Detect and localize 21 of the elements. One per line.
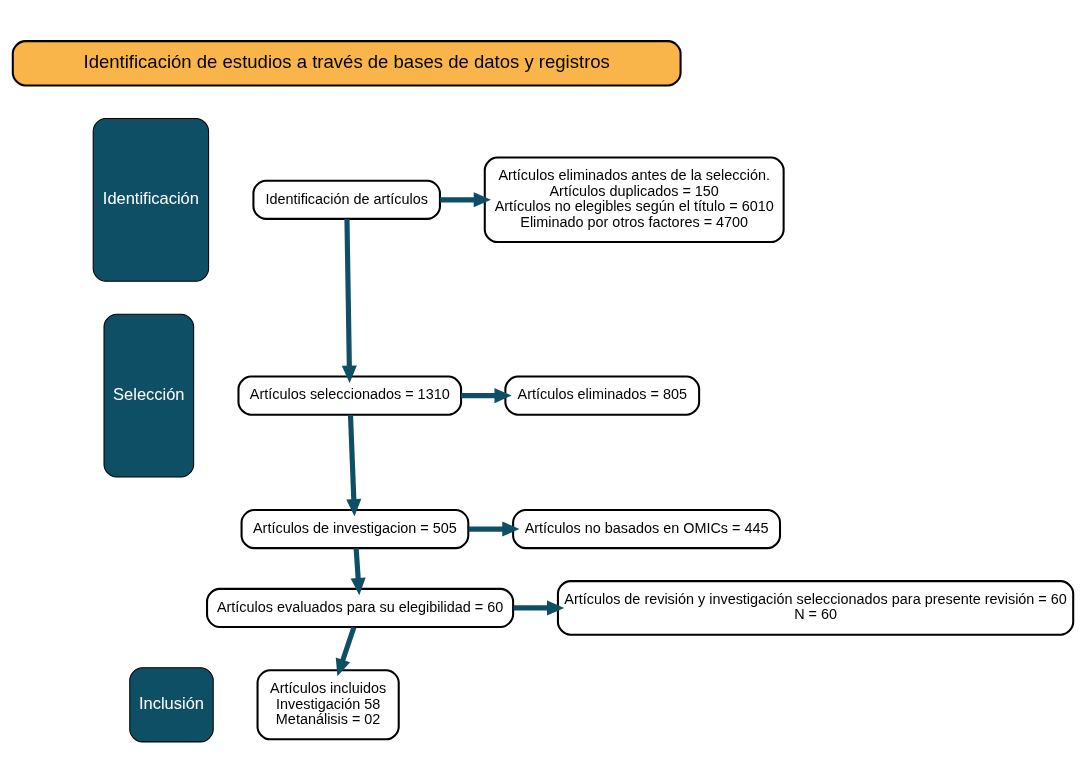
node-box: Artículos eliminados antes de la selección. Artículos duplicados = 150 Artículos no elegibles según el título = 6010 Eliminado por otros factores = 4700 [483,156,785,244]
arrow [341,219,357,383]
node-box: Artículos de revisión y investigación seleccionados para presente revisión = 60 N = 60 [556,580,1075,636]
arrow [468,521,520,537]
node-box: Identificación de estudios a través de bases de datos y registros [11,40,682,87]
node-box: Artículos seleccionados = 1310 [237,375,463,416]
node-box: Identificación de artículos [252,179,441,220]
arrow [350,548,366,596]
node-box: Selección [103,313,195,478]
arrow [335,626,357,677]
node-box: Artículos evaluados para su elegibilidad = 60 [206,587,515,628]
arrow [346,414,362,517]
node-box: Identificación [92,117,210,282]
arrow [513,600,565,616]
arrow [440,192,491,208]
node-box: Artículos de investigacion = 505 [240,509,470,550]
arrow [461,388,512,404]
node-box: Artículos eliminados = 805 [504,375,701,416]
node-box: Inclusión [129,667,214,743]
node-box: Artículos incluidos Investigación 58 Metanálisis = 02 [256,669,400,741]
node-box: Artículos no basados en OMICs = 445 [512,509,782,550]
